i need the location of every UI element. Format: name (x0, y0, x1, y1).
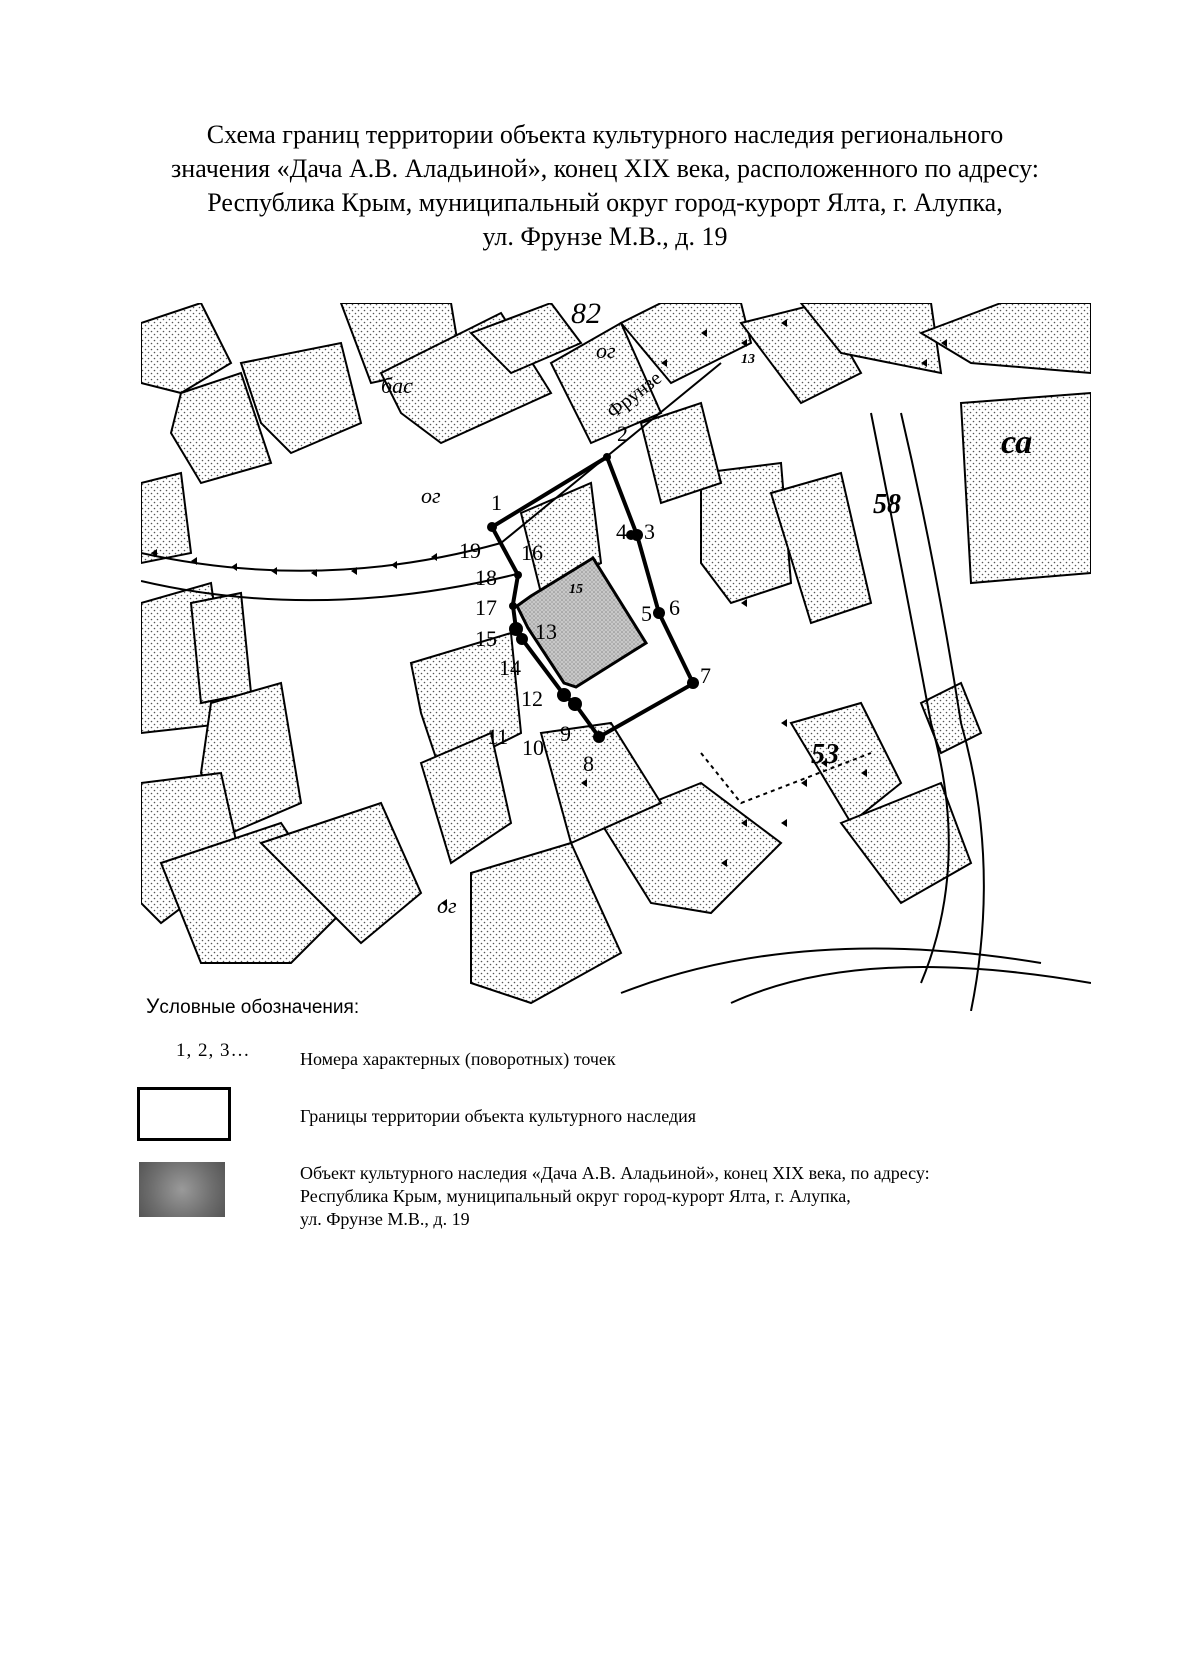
point-label-14: 14 (499, 655, 521, 680)
point-label-12: 12 (521, 686, 543, 711)
heritage-object-shape (515, 555, 649, 689)
label-15: 15 (569, 582, 583, 597)
boundary-points (487, 453, 699, 743)
title-line-3: Республика Крым, муниципальный округ гор… (207, 188, 1003, 217)
legend-item-points: Номера характерных (поворотных) точек (300, 1049, 616, 1069)
point-label-1: 1 (491, 490, 502, 515)
label-bas: бас (381, 373, 413, 398)
point-label-9: 9 (560, 721, 571, 746)
label-13: 13 (741, 352, 755, 367)
legend-object-line-2: Республика Крым, муниципальный округ гор… (300, 1186, 851, 1206)
point-label-4: 4 (616, 519, 627, 544)
legend-item-object: Объект культурного наследия «Дача А.В. А… (300, 1162, 1086, 1231)
point-label-10: 10 (522, 735, 544, 760)
point-label-5: 5 (641, 601, 652, 626)
point-label-19: 19 (459, 538, 481, 563)
label-og-top: ог (596, 338, 616, 363)
document-title: Схема границ территории объекта культурн… (140, 118, 1070, 254)
roads (141, 362, 1091, 1011)
point-label-6: 6 (669, 595, 680, 620)
point-label-16: 16 (521, 540, 543, 565)
title-line-1: Схема границ территории объекта культурн… (206, 120, 1004, 149)
point-label-11: 11 (487, 724, 508, 749)
legend-heading-rest: словные обозначения: (159, 997, 360, 1018)
point-label-8: 8 (583, 751, 594, 776)
label-58: 58 (873, 489, 901, 520)
point-label-15: 15 (475, 626, 497, 651)
dashed-boundary (700, 752, 872, 805)
legend-object-symbol (139, 1162, 225, 1217)
legend-heading-first: У (146, 995, 160, 1018)
legend-object-line-3: ул. Фрунзе М.В., д. 19 (300, 1209, 470, 1229)
label-ca: са (1001, 424, 1032, 461)
label-53: 53 (811, 739, 839, 770)
fence-ticks (151, 319, 947, 907)
point-label-13: 13 (535, 619, 557, 644)
label-og-left: ог (421, 483, 441, 508)
point-label-3: 3 (644, 519, 655, 544)
title-line-2: значения «Дача А.В. Аладьиной», конец XI… (171, 154, 1039, 183)
label-og-bottom: ог (437, 893, 457, 918)
legend-item-boundary: Границы территории объекта культурного н… (300, 1106, 697, 1126)
point-label-18: 18 (475, 565, 497, 590)
legend-boundary-symbol (137, 1087, 231, 1141)
legend-numbers-symbol: 1, 2, 3… (176, 1040, 251, 1061)
cadastral-map: 1 2 3 4 5 6 7 8 9 10 11 12 13 14 15 16 1… (141, 303, 1091, 1011)
buildings (141, 303, 1091, 1005)
label-82: 82 (571, 303, 601, 330)
legend-object-line-1: Объект культурного наследия «Дача А.В. А… (300, 1163, 930, 1183)
point-label-7: 7 (700, 663, 711, 688)
point-label-17: 17 (475, 595, 497, 620)
point-label-2: 2 (617, 421, 628, 446)
legend-heading: Условные обозначения: (146, 995, 359, 1019)
title-line-4: ул. Фрунзе М.В., д. 19 (482, 222, 728, 251)
point-numbers: 1 2 3 4 5 6 7 8 9 10 11 12 13 14 15 16 1… (459, 421, 711, 776)
